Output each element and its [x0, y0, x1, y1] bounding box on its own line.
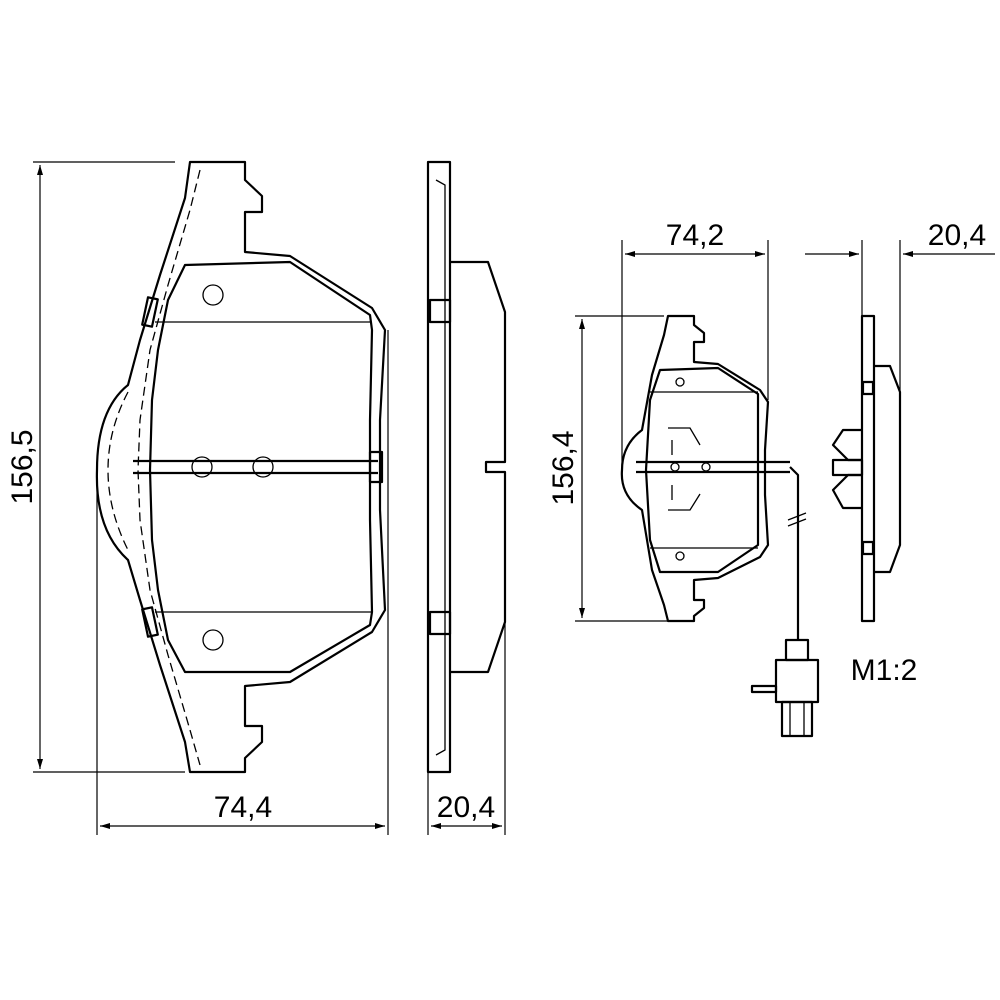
- large-pad-dimensions: [33, 161, 506, 835]
- large-pad-side-view: [426, 160, 507, 774]
- large-pad-thickness-label: 20,4: [437, 791, 495, 824]
- small-pad-width-label: 74,2: [666, 219, 724, 252]
- large-pad-height-label: 156,5: [6, 429, 39, 504]
- large-pad-front-view: [95, 160, 387, 774]
- small-pad-dimensions: [575, 240, 995, 622]
- small-pad-front-view: [620, 314, 820, 738]
- small-pad-side-view: [831, 314, 902, 623]
- wear-sensor-connector: [750, 638, 820, 738]
- large-pad-width-label: 74,4: [214, 791, 272, 824]
- small-pad-height-label: 156,4: [547, 430, 580, 505]
- small-pad-thickness-label: 20,4: [928, 219, 986, 252]
- scale-label: M1:2: [851, 654, 918, 687]
